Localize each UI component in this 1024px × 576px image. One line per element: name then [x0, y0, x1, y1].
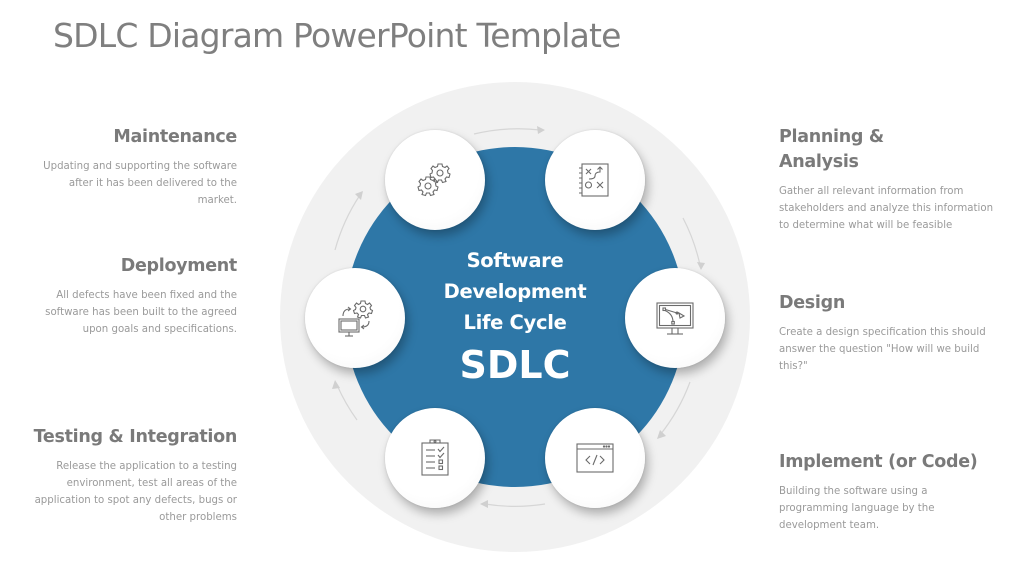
slide-title: SDLC Diagram PowerPoint Template — [53, 16, 621, 55]
node-deployment[interactable] — [305, 268, 405, 368]
stage-heading-line-2: Analysis — [779, 152, 859, 172]
stage-heading: Deployment — [120, 256, 238, 276]
vector-design-monitor-icon — [656, 302, 694, 335]
stage-description: Gather all relevant information from sta… — [779, 186, 994, 231]
gears-icon — [417, 163, 451, 197]
arrow-head-bottom — [480, 500, 488, 508]
node-planning[interactable] — [545, 130, 645, 230]
monitor-gear-sync-icon — [338, 300, 374, 337]
stage-description: Building the software using a programmin… — [779, 486, 935, 531]
stage-heading-line-1: Planning & — [779, 127, 884, 147]
stage-heading: Design — [779, 293, 845, 313]
node-testing[interactable] — [385, 408, 485, 508]
stage-heading: Implement (or Code) — [779, 452, 978, 472]
stage-text-maintenance: Maintenance Updating and supporting the … — [0, 125, 237, 209]
code-window-icon — [576, 443, 614, 473]
stage-heading: Maintenance — [113, 127, 237, 147]
checklist-clipboard-icon — [421, 439, 449, 476]
stage-description: Updating and supporting the software aft… — [43, 161, 237, 206]
node-implement[interactable] — [545, 408, 645, 508]
arrow-head-left-bottom — [332, 380, 340, 389]
center-line-2: Development — [443, 280, 587, 303]
stage-text-design: Design Create a design specification thi… — [779, 291, 1019, 375]
center-label: Software Development Life Cycle SDLC — [415, 245, 615, 390]
node-design[interactable] — [625, 268, 725, 368]
center-acronym: SDLC — [459, 343, 571, 387]
center-line-3: Life Cycle — [463, 311, 567, 334]
stage-description: Create a design specification this shoul… — [779, 327, 986, 372]
arrow-head-right-top — [697, 262, 705, 270]
stage-description: Release the application to a testing env… — [34, 461, 237, 523]
stage-text-deployment: Deployment All defects have been fixed a… — [0, 254, 237, 338]
arrow-head-right-bottom — [657, 430, 666, 439]
arrow-head-left-top — [355, 191, 363, 200]
stage-text-testing: Testing & Integration Release the applic… — [0, 425, 238, 526]
stage-text-implement: Implement (or Code) Building the softwar… — [779, 450, 1019, 534]
stage-text-planning: Planning & Analysis Gather all relevant … — [779, 125, 1019, 234]
stage-heading: Testing & Integration — [33, 427, 238, 447]
arrow-head-top — [537, 126, 545, 134]
node-maintenance[interactable] — [385, 130, 485, 230]
center-line-1: Software — [466, 249, 564, 272]
stage-description: All defects have been fixed and the soft… — [45, 290, 237, 335]
strategy-board-icon — [579, 163, 609, 197]
